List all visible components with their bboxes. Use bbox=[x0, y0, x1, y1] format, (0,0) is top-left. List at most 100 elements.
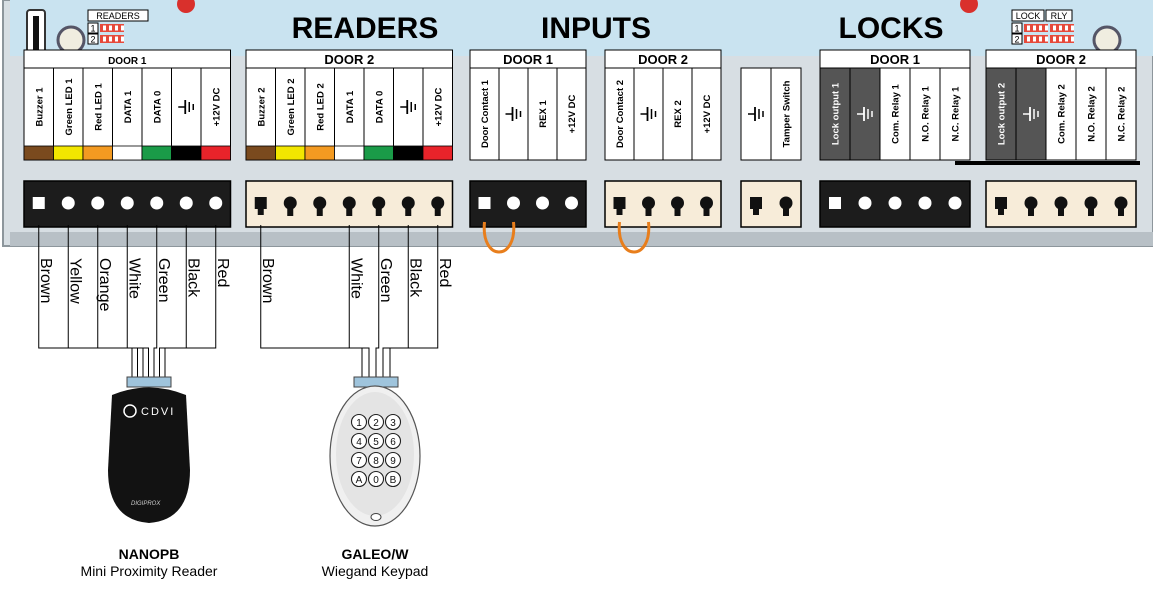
keypad-key-label: 4 bbox=[356, 437, 362, 448]
keypad-key[interactable] bbox=[350, 413, 368, 431]
terminal-label-cell bbox=[849, 67, 881, 161]
terminal-screw[interactable] bbox=[995, 197, 1007, 209]
terminal-label-cell bbox=[363, 67, 394, 161]
terminal-screw[interactable] bbox=[283, 196, 297, 210]
terminal-screw[interactable] bbox=[888, 196, 902, 210]
terminal-screw[interactable] bbox=[431, 196, 445, 210]
terminal-screw[interactable] bbox=[61, 196, 75, 210]
nanopb-wire bbox=[164, 225, 217, 380]
nanopb-wire bbox=[153, 225, 158, 380]
terminal-screw[interactable] bbox=[478, 197, 491, 209]
terminal-screw[interactable] bbox=[613, 197, 626, 209]
nanopb-reader: CDVI DIGIPROX bbox=[108, 376, 190, 523]
wire-color-swatch bbox=[334, 145, 365, 161]
terminal-blocks bbox=[23, 180, 1137, 228]
terminal-screw[interactable] bbox=[1114, 196, 1128, 210]
nanopb-wire bbox=[126, 225, 149, 380]
terminal-screw[interactable] bbox=[1084, 196, 1098, 210]
keypad-key[interactable] bbox=[367, 432, 385, 450]
terminal-screw[interactable] bbox=[918, 196, 932, 210]
terminal-screw[interactable] bbox=[254, 197, 267, 209]
led-indicator-left bbox=[177, 0, 195, 13]
terminal-screw[interactable] bbox=[779, 196, 793, 210]
keypad-key[interactable] bbox=[367, 470, 385, 488]
galeo-wire-label: Red bbox=[436, 258, 453, 287]
terminal-screw[interactable] bbox=[565, 196, 578, 210]
nanopb-sub-brand: DIGIPROX bbox=[131, 501, 161, 507]
terminal-label: Lock output 2 bbox=[997, 83, 1008, 145]
terminal-screw[interactable] bbox=[1054, 196, 1068, 210]
terminal-screw[interactable] bbox=[150, 196, 164, 210]
terminal-screw[interactable] bbox=[313, 196, 327, 210]
keypad-key[interactable] bbox=[384, 470, 402, 488]
terminal-label-cell bbox=[245, 67, 276, 161]
terminal-label-cell bbox=[939, 67, 971, 161]
keypad-key[interactable] bbox=[384, 432, 402, 450]
terminal-label: REX 2 bbox=[673, 100, 684, 127]
keypad-key[interactable] bbox=[350, 432, 368, 450]
terminal-label: Door Contact 1 bbox=[480, 79, 491, 148]
terminal-screw[interactable] bbox=[179, 196, 193, 210]
nanopb-wire-label: White bbox=[125, 258, 142, 299]
wire-color-swatch bbox=[422, 145, 453, 161]
terminal-screw[interactable] bbox=[671, 196, 684, 210]
terminal-label: N.O. Relay 2 bbox=[1087, 86, 1098, 141]
terminal-label-cell bbox=[662, 67, 693, 161]
terminal-group-tamper: Tamper Switch bbox=[740, 67, 802, 161]
terminal-label: REX 1 bbox=[538, 100, 549, 128]
keypad-key[interactable] bbox=[367, 451, 385, 469]
terminal-screw[interactable] bbox=[829, 197, 841, 209]
terminal-screw[interactable] bbox=[642, 196, 655, 210]
keypad-key[interactable] bbox=[350, 470, 368, 488]
terminal-screw[interactable] bbox=[536, 196, 549, 210]
ground-icon bbox=[857, 107, 873, 121]
nanopb-wire-label: Yellow bbox=[66, 258, 83, 304]
terminal-label-cell bbox=[691, 67, 722, 161]
terminal-screw[interactable] bbox=[342, 196, 356, 210]
terminal-label: DATA 0 bbox=[374, 91, 385, 124]
nanopb-wire bbox=[97, 225, 144, 380]
galeo-wire-label: Brown bbox=[259, 258, 276, 303]
terminal-label: Green LED 1 bbox=[64, 78, 75, 136]
terminal-screw[interactable] bbox=[1024, 196, 1038, 210]
terminal-screw[interactable] bbox=[401, 196, 415, 210]
galeo-wire-label: Green bbox=[377, 258, 394, 302]
terminal-screw[interactable] bbox=[372, 196, 386, 210]
keypad-key[interactable] bbox=[384, 413, 402, 431]
ground-icon bbox=[1023, 107, 1039, 121]
group-title: DOOR 1 bbox=[503, 52, 553, 67]
wire-color-swatch bbox=[171, 145, 202, 161]
group-title: DOOR 1 bbox=[870, 52, 920, 67]
terminal-screw[interactable] bbox=[507, 196, 520, 210]
terminal-screw[interactable] bbox=[858, 196, 872, 210]
header-readers: READERS bbox=[292, 12, 439, 45]
terminal-screw[interactable] bbox=[700, 196, 713, 210]
svg-text:RLY: RLY bbox=[1051, 11, 1068, 21]
nanopb-name: NANOPB bbox=[118, 546, 180, 562]
terminal-label-cell bbox=[275, 67, 306, 161]
keypad-key[interactable] bbox=[367, 413, 385, 431]
terminal-screw[interactable] bbox=[750, 197, 762, 209]
keypad-key[interactable] bbox=[350, 451, 368, 469]
terminal-screw[interactable] bbox=[91, 196, 105, 210]
terminal-label: DATA 0 bbox=[152, 91, 163, 124]
terminal-screw[interactable] bbox=[209, 196, 223, 210]
terminal-screw[interactable] bbox=[32, 197, 45, 209]
mount-screw-left bbox=[56, 25, 86, 55]
galeo-description: Wiegand Keypad bbox=[321, 563, 429, 579]
terminal-screw[interactable] bbox=[120, 196, 134, 210]
terminal-screw[interactable] bbox=[948, 196, 962, 210]
wire-color-swatch bbox=[82, 145, 113, 161]
nanopb-wire-label: Brown bbox=[37, 258, 54, 303]
keypad-key[interactable] bbox=[384, 451, 402, 469]
